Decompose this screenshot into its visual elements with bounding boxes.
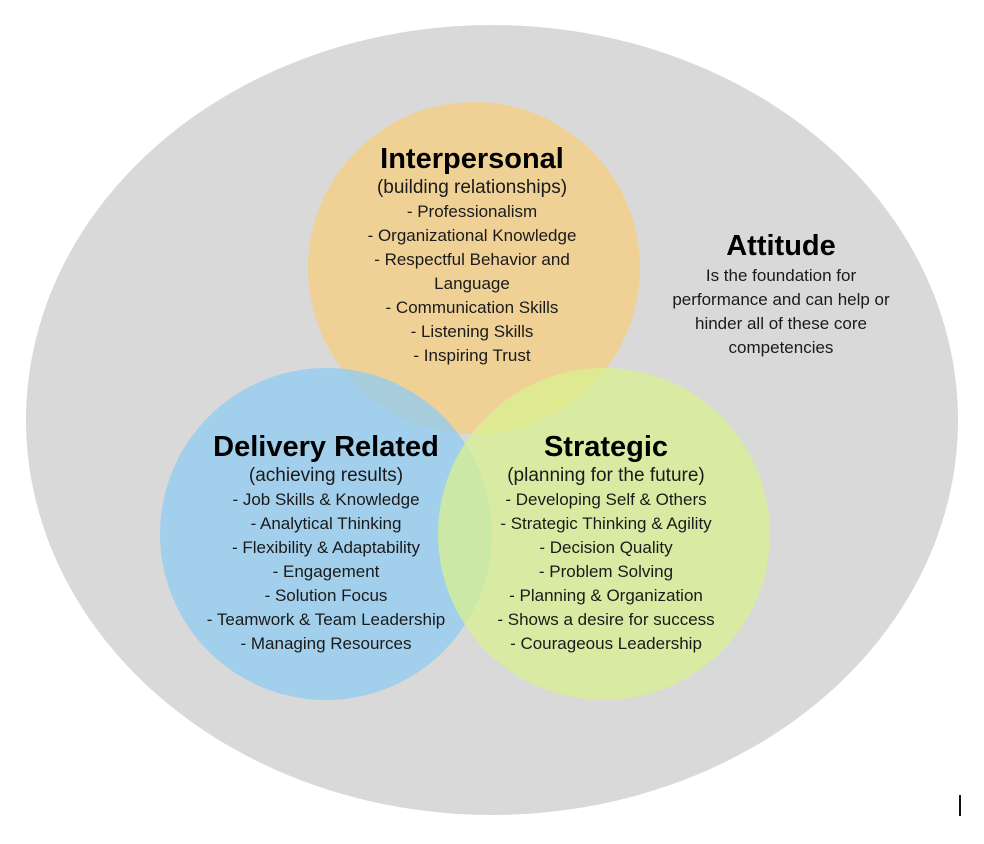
interpersonal-list: - Professionalism - Organizational Knowl… bbox=[334, 200, 610, 368]
text-cursor bbox=[959, 795, 961, 816]
delivery-related-item: - Job Skills & Knowledge bbox=[232, 490, 420, 509]
delivery-related-item: - Flexibility & Adaptability bbox=[231, 538, 421, 557]
strategic-item: - Decision Quality bbox=[539, 538, 673, 557]
delivery-related-title: Delivery Related bbox=[213, 431, 439, 463]
delivery-related-item: - Solution Focus bbox=[264, 586, 388, 605]
attitude-title: Attitude bbox=[726, 230, 836, 262]
strategic-subtitle: (planning for the future) bbox=[507, 465, 705, 486]
delivery-related-item: - Engagement bbox=[272, 562, 380, 581]
interpersonal-subtitle: (building relationships) bbox=[376, 177, 568, 198]
interpersonal-title: Interpersonal bbox=[380, 143, 564, 175]
interpersonal-label: Interpersonal (building relationships) -… bbox=[334, 142, 610, 368]
strategic-item: - Problem Solving bbox=[538, 562, 674, 581]
attitude-description: Is the foundation for performance and ca… bbox=[672, 266, 890, 357]
interpersonal-item: - Organizational Knowledge bbox=[367, 226, 577, 245]
strategic-label: Strategic (planning for the future) - De… bbox=[474, 430, 738, 656]
delivery-related-subtitle: (achieving results) bbox=[248, 465, 404, 486]
interpersonal-item: - Respectful Behavior and Language bbox=[374, 250, 570, 293]
delivery-related-item: - Managing Resources bbox=[240, 634, 412, 653]
interpersonal-circle bbox=[308, 102, 640, 434]
strategic-circle bbox=[438, 368, 770, 700]
strategic-title: Strategic bbox=[543, 431, 669, 463]
strategic-item: - Planning & Organization bbox=[509, 586, 703, 605]
interpersonal-item: - Professionalism bbox=[406, 202, 538, 221]
interpersonal-item: - Inspiring Trust bbox=[413, 346, 531, 365]
delivery-related-label: Delivery Related (achieving results) - J… bbox=[186, 430, 466, 656]
strategic-item: - Strategic Thinking & Agility bbox=[500, 514, 712, 533]
strategic-list: - Developing Self & Others - Strategic T… bbox=[474, 488, 738, 656]
interpersonal-item: - Listening Skills bbox=[410, 322, 534, 341]
interpersonal-item: - Communication Skills bbox=[385, 298, 559, 317]
delivery-related-item: - Teamwork & Team Leadership bbox=[206, 610, 446, 629]
delivery-related-list: - Job Skills & Knowledge - Analytical Th… bbox=[186, 488, 466, 656]
strategic-item: - Developing Self & Others bbox=[505, 490, 707, 509]
strategic-item: - Shows a desire for success bbox=[497, 610, 715, 629]
delivery-related-circle bbox=[160, 368, 492, 700]
attitude-label: Attitude Is the foundation for performan… bbox=[664, 228, 898, 360]
delivery-related-item: - Analytical Thinking bbox=[250, 514, 402, 533]
strategic-item: - Courageous Leadership bbox=[510, 634, 702, 653]
